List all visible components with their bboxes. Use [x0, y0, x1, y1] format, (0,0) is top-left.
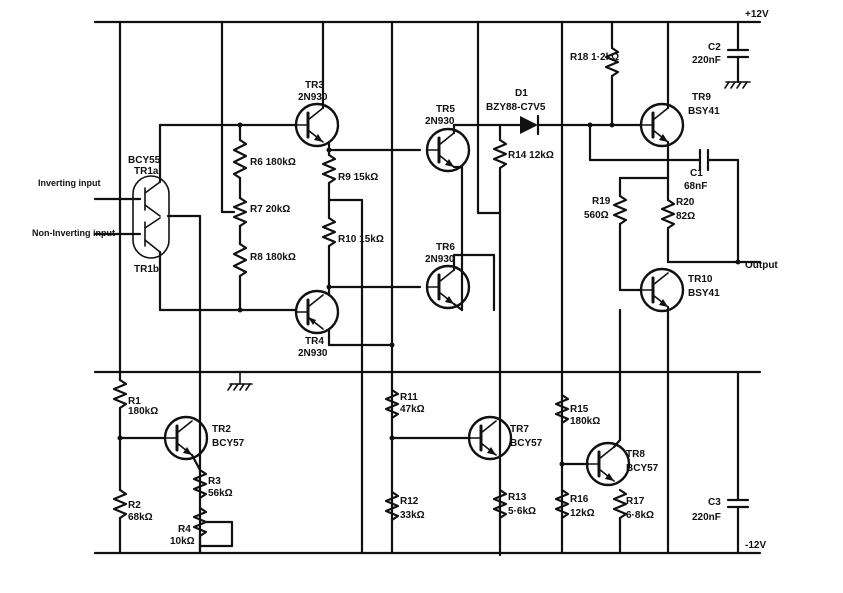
- tr3-symbol: [294, 102, 340, 148]
- r11-value: 47kΩ: [400, 404, 425, 415]
- r13-value: 5·6kΩ: [508, 506, 536, 517]
- tr7-label: TR7: [510, 424, 529, 435]
- negative-rail-label: -12V: [745, 540, 766, 551]
- r4-value: 10kΩ: [170, 536, 195, 547]
- c2-ground-icon: [724, 81, 751, 89]
- inverting-input-label: Inverting input: [38, 178, 101, 188]
- tr3-type: 2N930: [298, 92, 328, 103]
- tr4-symbol: [294, 289, 340, 335]
- r18-label: R19: [592, 196, 611, 207]
- tr10-label: TR10: [688, 274, 713, 285]
- r12-label: R12: [400, 496, 419, 507]
- tr9-type: BSY41: [688, 106, 720, 117]
- r1-value: 180kΩ: [128, 406, 158, 417]
- r19-value: 6·8kΩ: [626, 510, 654, 521]
- tr9-symbol: [639, 102, 685, 148]
- r19-label: R17: [626, 496, 645, 507]
- r2-label: R2: [128, 500, 141, 511]
- r6-label: R6 180kΩ: [250, 157, 296, 168]
- ground-symbol: [227, 371, 253, 391]
- r3-label: R3: [208, 476, 221, 487]
- tr9-label: TR9: [692, 92, 711, 103]
- tr6-label: TR6: [436, 242, 455, 253]
- r20-value: 82Ω: [676, 211, 695, 222]
- r20-label: R20: [676, 197, 695, 208]
- r15-label: R15: [570, 404, 589, 415]
- c2-value: 220nF: [692, 55, 721, 66]
- tr1b-label: TR1b: [134, 264, 159, 275]
- c1-label: C1: [690, 168, 703, 179]
- tr8-symbol: [585, 441, 631, 487]
- r18-value: 560Ω: [584, 210, 609, 221]
- c1-value: 68nF: [684, 181, 707, 192]
- r17-label: R18 1·2kΩ: [570, 52, 619, 63]
- r7-label: R7 20kΩ: [250, 204, 290, 215]
- tr10-symbol: [639, 267, 685, 313]
- tr1a-type: BCY55: [128, 155, 161, 166]
- positive-rail-label: +12V: [745, 9, 769, 20]
- tr3-label: TR3: [305, 80, 324, 91]
- r2-value: 68kΩ: [128, 512, 153, 523]
- r14-label: R14 12kΩ: [508, 150, 554, 161]
- r16-label: R16: [570, 494, 589, 505]
- tr7-symbol: [467, 415, 513, 461]
- tr1a-label: TR1a: [134, 166, 159, 177]
- r13-label: R13: [508, 492, 527, 503]
- d1-symbol: [520, 114, 642, 136]
- r4-label: R4: [178, 524, 191, 535]
- r9-label: R9 15kΩ: [338, 172, 378, 183]
- tr4-type: 2N930: [298, 348, 328, 359]
- tr7-type: BCY57: [510, 438, 543, 449]
- tr10-type: BSY41: [688, 288, 720, 299]
- tr6-type: 2N930: [425, 254, 455, 265]
- c2-label: C2: [708, 42, 721, 53]
- ground-rail: [93, 370, 762, 391]
- r12-value: 33kΩ: [400, 510, 425, 521]
- tr2-type: BCY57: [212, 438, 245, 449]
- tr5-type: 2N930: [425, 116, 455, 127]
- r15-value: 180kΩ: [570, 416, 600, 427]
- r11-label: R11: [400, 392, 418, 403]
- tr5-symbol: [425, 127, 471, 173]
- r16-value: 12kΩ: [570, 508, 595, 519]
- d1-label: D1: [515, 88, 528, 99]
- output-label: Output: [745, 260, 778, 271]
- c3-label: C3: [708, 497, 721, 508]
- non-inverting-input-label: Non-Inverting input: [32, 228, 115, 238]
- r3-value: 56kΩ: [208, 488, 233, 499]
- r10-label: R10 15kΩ: [338, 234, 384, 245]
- tr8-type: BCY57: [626, 463, 659, 474]
- tr5-label: TR5: [436, 104, 455, 115]
- r8-label: R8 180kΩ: [250, 252, 296, 263]
- tr8-label: TR8: [626, 449, 645, 460]
- tr2-label: TR2: [212, 424, 231, 435]
- c3-value: 220nF: [692, 512, 721, 523]
- d1-type: BZY88-C7V5: [486, 102, 546, 113]
- r1-label: R1: [128, 396, 141, 407]
- tr4-label: TR4: [305, 336, 324, 347]
- tr1-dual-transistor: [132, 175, 170, 259]
